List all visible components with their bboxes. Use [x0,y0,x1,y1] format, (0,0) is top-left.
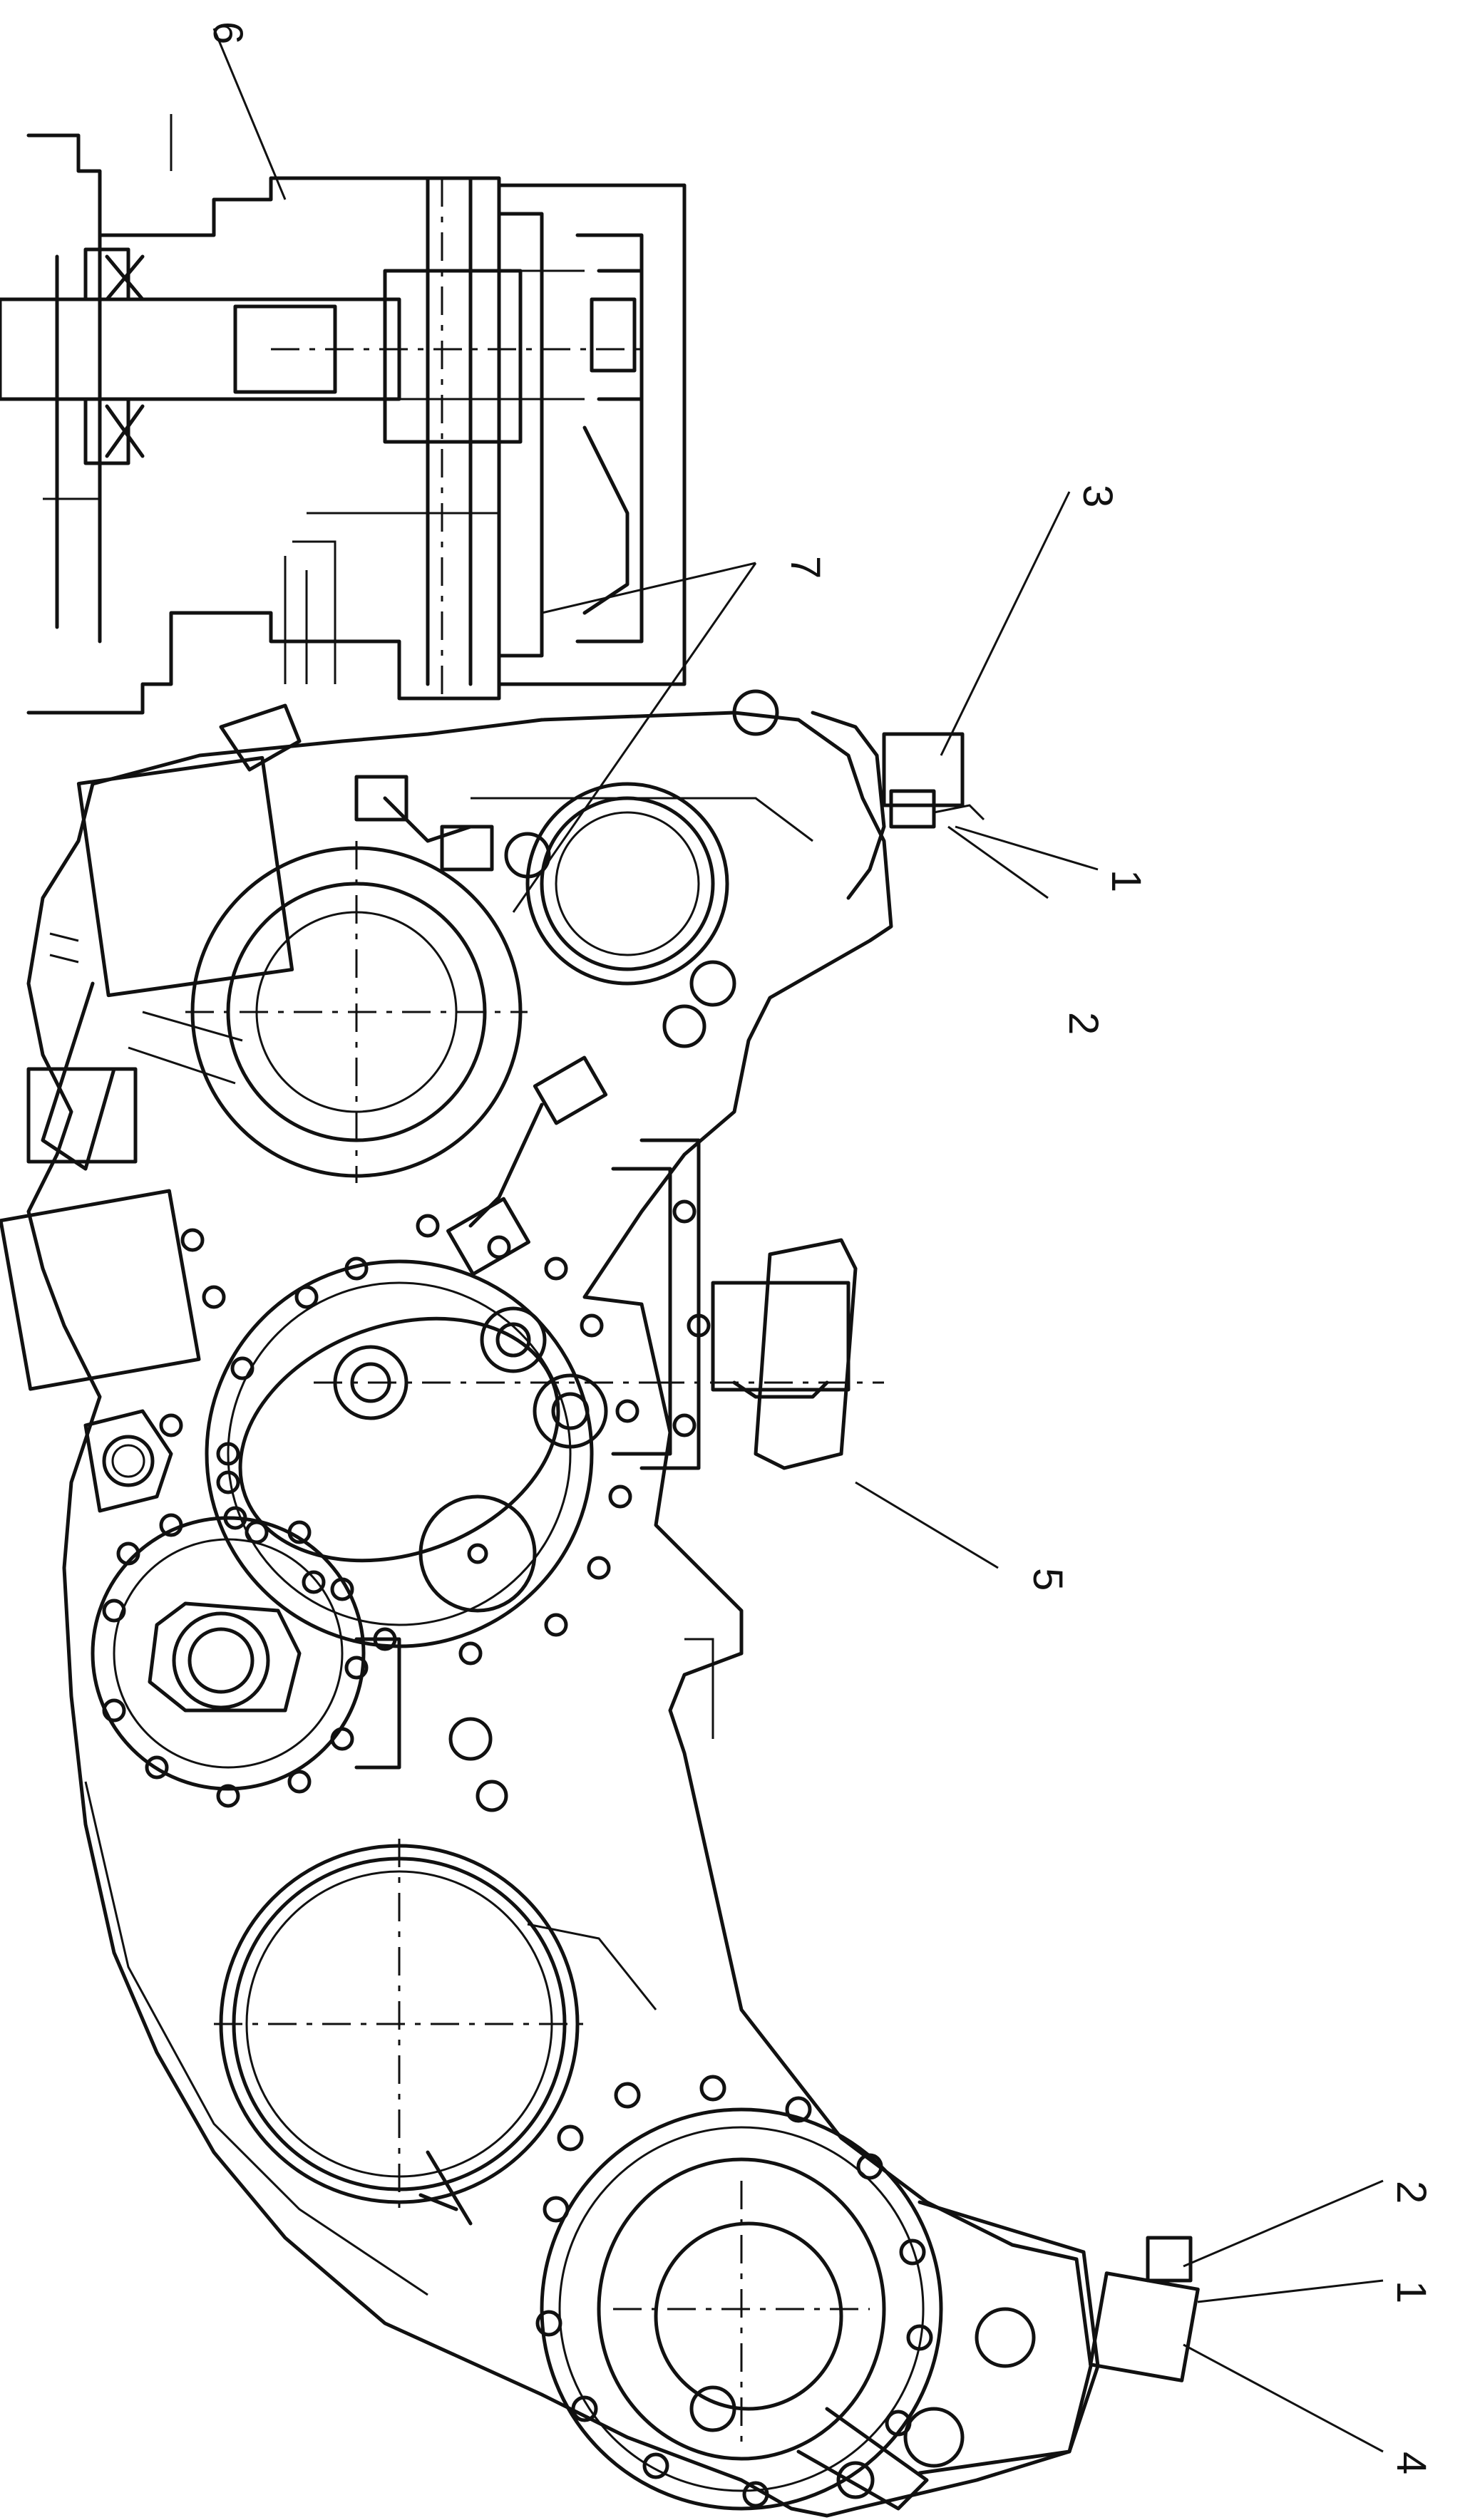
leader-5 [855,1481,999,1569]
right-bore [471,689,813,1048]
upper-housing-bore [185,841,528,1183]
leader-1b [1197,2279,1384,2303]
upper-mount-foot [811,711,985,900]
callout-2b: 2 [1388,2181,1434,2204]
leader-7 [512,562,757,913]
bottom-pump-bolts [535,2075,933,2508]
lower-mount-pad [903,2200,1200,2475]
lower-cover-bolts [102,1506,369,1808]
callout-7: 7 [782,556,828,579]
bottom-pump [418,2107,943,2511]
leader-1a [955,825,1099,871]
callout-5: 5 [1024,1568,1071,1591]
shaft-section-detail [0,114,687,715]
leader-6 [212,28,287,200]
left-flange [83,1409,173,1513]
callout-1b: 1 [1388,2281,1434,2303]
large-round-cover [214,1839,657,2209]
callout-2a: 2 [1060,1012,1106,1035]
gearbox-housing [26,711,1093,2518]
leader-2b [1183,2179,1384,2268]
leader-3 [940,491,1071,756]
middle-gear-cover [205,1259,656,1648]
leader-2a [947,825,1049,899]
callout-3: 3 [1074,485,1121,507]
leader-4 [1183,2343,1384,2453]
callout-4: 4 [1388,2452,1434,2474]
leader-lines [212,28,1384,2453]
callout-labels: 6 7 3 1 2 5 2 1 4 [205,21,1434,2474]
lower-gear-cover [91,1516,508,1812]
callout-6: 6 [205,21,251,44]
callout-1a: 1 [1103,869,1149,892]
motor-assembly [0,703,302,1391]
cover-bolts [159,1214,639,1666]
output-mount [611,1138,884,1470]
